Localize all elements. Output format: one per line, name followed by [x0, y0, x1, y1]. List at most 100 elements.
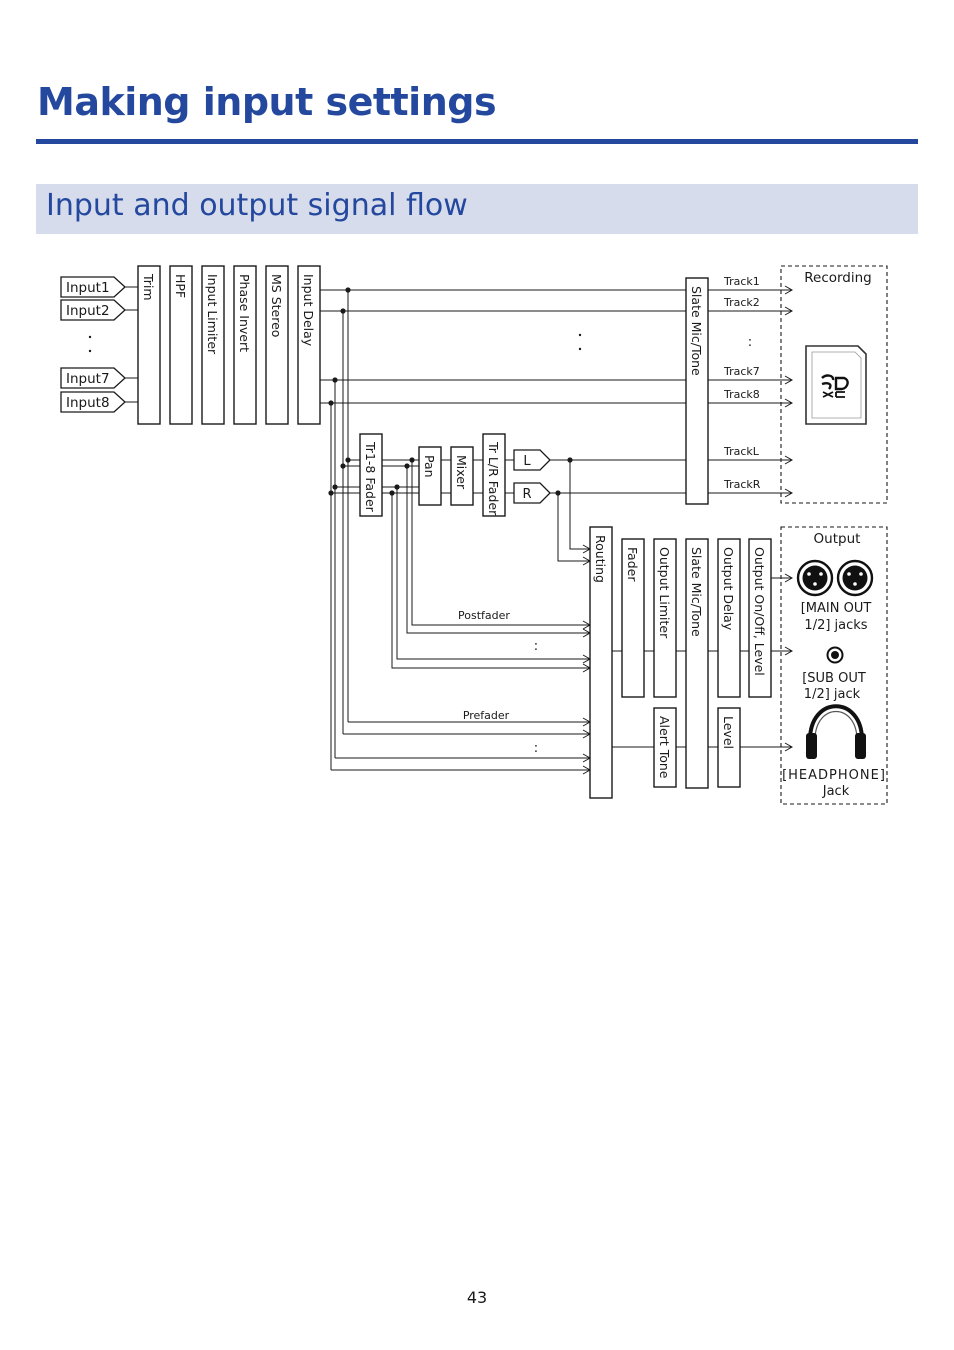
ellipsis-dot	[578, 333, 582, 337]
signal-arrow	[411, 460, 592, 630]
junction-dot	[328, 490, 334, 496]
track-label-track2: Track2	[723, 296, 760, 309]
headphone-level-label: Level	[721, 716, 736, 749]
output-fader-box	[621, 538, 645, 698]
junction-dot	[332, 377, 338, 383]
sd-card-icon	[805, 345, 867, 425]
ear-cup-left	[806, 733, 817, 759]
input-hpf-box	[169, 265, 193, 425]
alert-tone-label: Alert Tone	[657, 716, 672, 779]
junction-dot	[340, 308, 346, 314]
junction-dot	[394, 484, 400, 490]
recording-box	[780, 265, 888, 504]
xlr-pin	[847, 572, 851, 576]
signal-arrow	[557, 493, 592, 566]
page-number: 43	[466, 1288, 488, 1307]
pan-box	[418, 446, 442, 506]
junction-dot	[389, 490, 395, 496]
input-tag	[60, 276, 126, 298]
lr-tag	[513, 449, 551, 471]
input-input-limiter-label: Input Limiter	[205, 274, 220, 355]
input-phase-invert-box	[233, 265, 257, 425]
lr-tag-label: L	[523, 454, 531, 469]
track-label-track8: Track8	[723, 388, 760, 401]
headphones-icon	[806, 704, 866, 759]
junction-dot	[345, 457, 351, 463]
track-label-track1: Track1	[723, 275, 760, 288]
input-input-limiter-box	[201, 265, 225, 425]
output-output-on-off-level-box	[748, 538, 772, 698]
recording-label: Recording	[804, 270, 872, 286]
ellipsis-label: :	[748, 335, 752, 350]
sd-logo-mark	[821, 374, 849, 391]
input-tag	[60, 367, 126, 389]
xlr-pin	[807, 572, 811, 576]
output-output-limiter-label: Output Limiter	[657, 547, 672, 639]
slate-mic-tone-record-box	[685, 277, 709, 505]
xlr-pin	[813, 582, 817, 586]
ear-cup-right	[855, 733, 866, 759]
junction-dot	[404, 463, 410, 469]
track-label-track7: Track7	[723, 365, 760, 378]
tr-lr-fader-box	[482, 433, 506, 517]
xlr-pin	[859, 572, 863, 576]
title-rule	[36, 139, 918, 144]
input-ms-stereo-box	[265, 265, 289, 425]
mixer-label: Mixer	[454, 455, 469, 490]
output-output-on-off-level-label: Output On/Off, Level	[752, 547, 767, 676]
output-box	[780, 526, 888, 805]
mixer-box	[450, 446, 474, 506]
routing-label: Routing	[593, 535, 608, 583]
junction-dot	[345, 287, 351, 293]
headband-inner	[814, 711, 858, 741]
tr-lr-fader-label: Tr L/R Fader	[486, 441, 501, 516]
sub-out-label-line1: [SUB OUT	[802, 671, 866, 686]
output-fader-label: Fader	[625, 547, 640, 582]
mini-jack-icon	[826, 646, 844, 664]
input-tag	[60, 391, 126, 413]
junction-dot	[409, 457, 415, 463]
junction-dot	[340, 463, 346, 469]
mini-jack-hole	[831, 651, 839, 659]
signal-arrow	[396, 487, 592, 664]
input-tag-label-input8: Input8	[66, 395, 110, 411]
track-label-trackr: TrackR	[723, 478, 761, 491]
input-tag-label-input2: Input2	[66, 303, 110, 319]
main-out-label-line1: [MAIN OUT	[801, 601, 872, 616]
lr-tag	[513, 482, 551, 504]
headphone-level-box	[717, 707, 741, 788]
lr-tag-label: R	[522, 487, 531, 502]
main-out-label-line2: 1/2] jacks	[804, 618, 867, 633]
slate-mic-tone-record-label: Slate Mic/Tone	[689, 286, 704, 376]
output-output-delay-box	[717, 538, 741, 698]
xlr-body	[842, 565, 868, 591]
xlr-body	[802, 565, 828, 591]
routing-box	[589, 526, 613, 799]
input-trim-label: Trim	[141, 273, 156, 301]
alert-tone-box	[653, 707, 677, 788]
input-trim-box	[137, 265, 161, 425]
pan-label: Pan	[422, 455, 437, 478]
page-title: Making input settings	[37, 80, 497, 124]
tr1-8-fader-box	[359, 433, 383, 517]
sd-card-inner	[811, 351, 862, 419]
junction-dot	[567, 457, 573, 463]
xc-logo-mark	[822, 391, 845, 398]
signal-arrow	[406, 466, 592, 638]
xlr-pin	[853, 582, 857, 586]
input-hpf-label: HPF	[173, 274, 188, 298]
input-phase-invert-label: Phase Invert	[237, 274, 252, 352]
input-tag	[60, 299, 126, 321]
xlr-jack-icon	[796, 559, 834, 597]
xlr-pin	[819, 572, 823, 576]
xlr-jack-icon	[836, 559, 874, 597]
input-input-delay-label: Input Delay	[301, 274, 316, 347]
ellipsis-label: :	[534, 741, 538, 756]
output-slate-mic-tone-out-label: Slate Mic/Tone	[689, 547, 704, 637]
junction-dot	[328, 400, 334, 406]
output-label: Output	[814, 531, 861, 547]
tr1-8-fader-label: Tr1-8 Fader	[363, 441, 378, 513]
junction-dot	[555, 490, 561, 496]
prefader-label: Prefader	[463, 709, 510, 722]
